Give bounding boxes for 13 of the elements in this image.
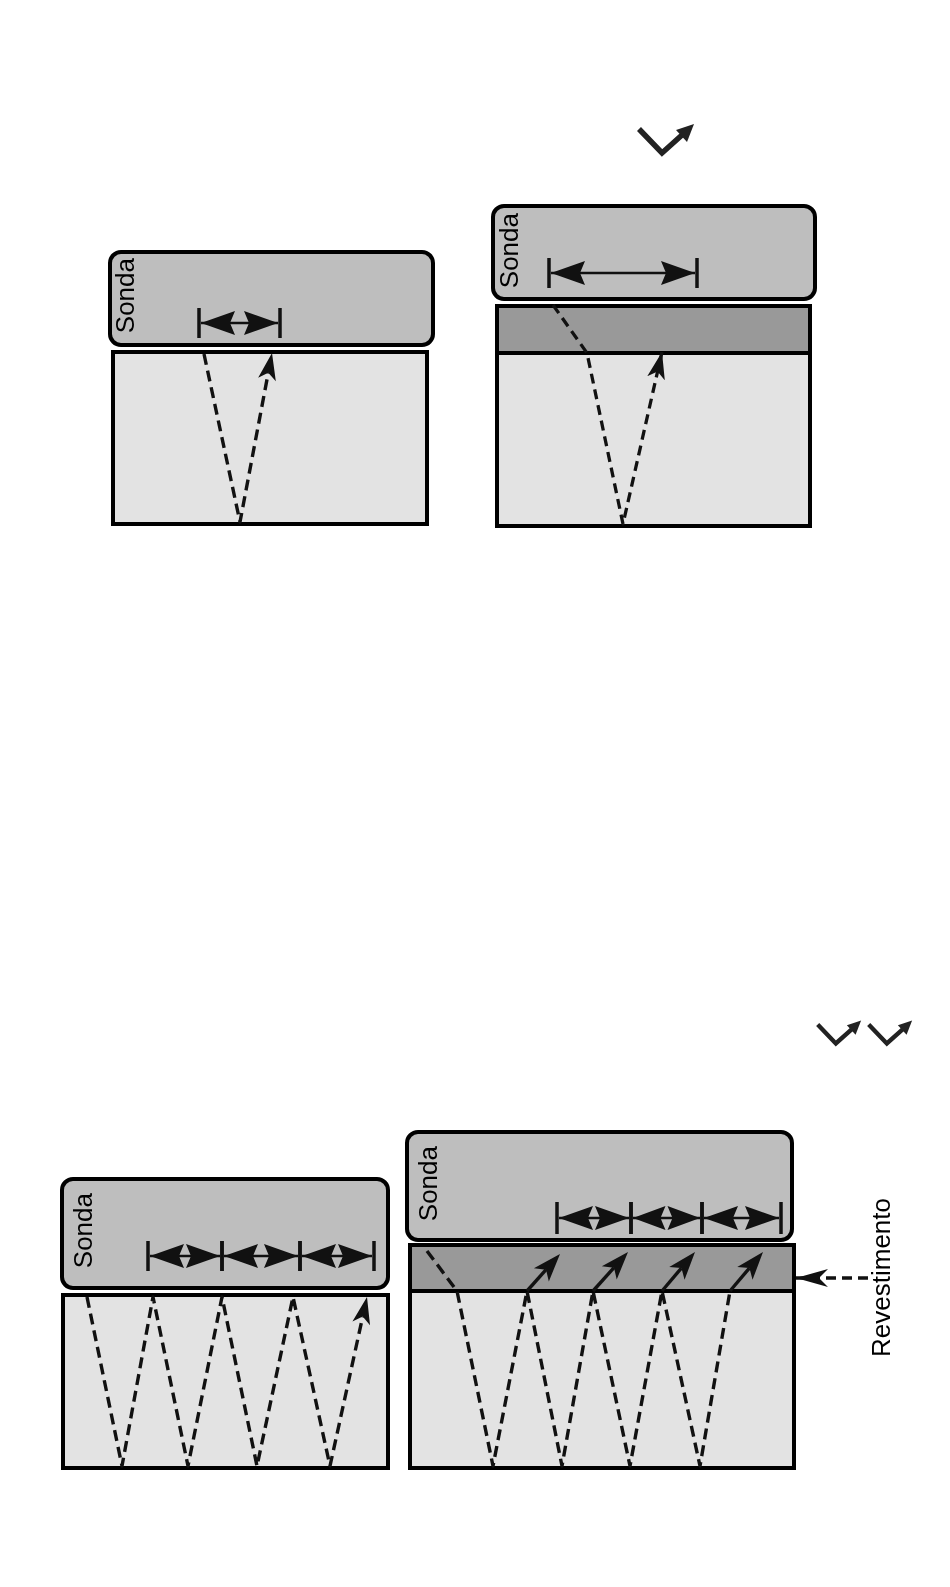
- sound-path: [551, 304, 665, 526]
- probe-label: Sonda: [496, 213, 522, 289]
- probe-housing: [405, 1130, 794, 1242]
- probe-housing: [491, 204, 817, 301]
- test-material-block: [111, 350, 429, 526]
- probe-housing: [60, 1177, 390, 1290]
- coating-label: Revestimento: [868, 1198, 894, 1357]
- probe-label: Sonda: [415, 1146, 441, 1222]
- probe-label: Sonda: [70, 1193, 96, 1269]
- leader-arrow: [796, 1269, 868, 1287]
- test-material-block: [61, 1293, 390, 1470]
- probe-label: Sonda: [112, 258, 138, 334]
- probe-housing: [108, 250, 435, 347]
